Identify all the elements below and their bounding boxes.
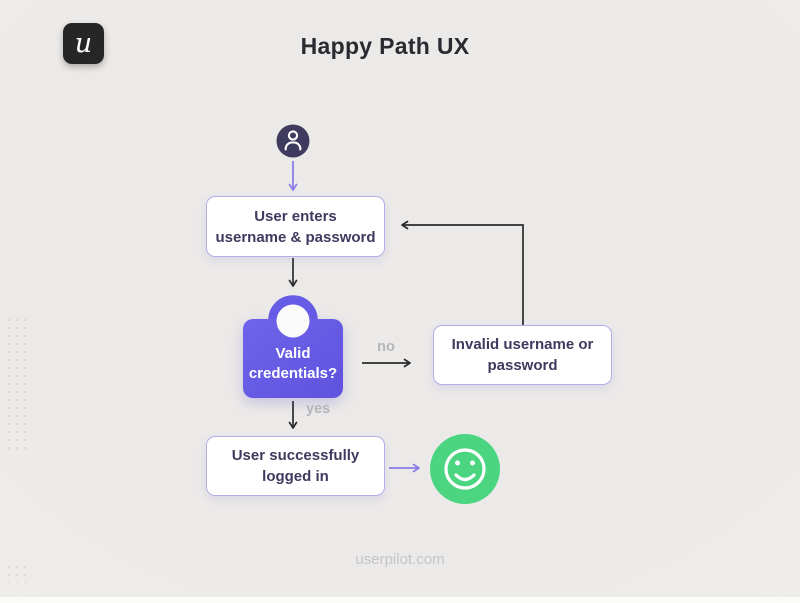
node-label-line: password <box>487 357 558 374</box>
logo-letter: u <box>74 28 93 59</box>
edge-label-yes: yes <box>306 401 331 417</box>
bottom-edge-strip <box>0 597 800 603</box>
arrow-invalid-back-to-enter <box>401 220 524 325</box>
node-label-line: username & password <box>215 228 376 246</box>
dot-grid-decoration <box>5 563 28 583</box>
node-login-success: User successfully logged in <box>206 436 385 496</box>
footer-url: userpilot.com <box>355 551 445 568</box>
node-label-line: Valid <box>275 345 311 362</box>
lock-icon <box>243 295 343 398</box>
node-invalid-credentials: Invalid username or password <box>433 325 612 385</box>
page-title: Happy Path UX <box>300 33 470 59</box>
dot-grid-decoration <box>5 316 28 454</box>
node-user-enters-credentials: User enters username & password <box>206 196 385 257</box>
smiley-icon <box>430 434 500 504</box>
user-icon <box>276 124 310 158</box>
node-label-line: credentials? <box>248 365 338 382</box>
node-label-line: logged in <box>262 468 329 485</box>
edge-label-no: no <box>377 339 395 355</box>
userpilot-logo: u <box>63 23 104 64</box>
node-label-line: User enters <box>254 207 337 225</box>
node-valid-credentials-label: Valid credentials? <box>243 344 343 384</box>
node-label-line: Invalid username or <box>451 336 594 353</box>
node-label-line: User successfully <box>231 447 360 464</box>
